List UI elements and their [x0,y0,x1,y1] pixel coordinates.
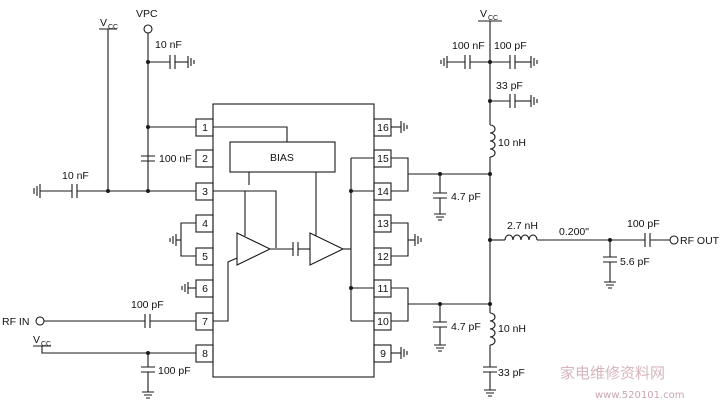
svg-text:CC: CC [108,24,118,31]
right-pins: 16 15 14 13 12 11 10 9 [373,118,392,363]
pin-16-label: 16 [377,122,389,134]
pin-11-label: 11 [378,283,389,295]
internal-wiring [213,126,374,322]
watermark-url: www.520101.com [595,390,685,401]
left-external: V CC VPC 10 nF 100 nF 10 nF [2,8,196,399]
pin-14-label: 14 [377,186,389,198]
inductor-bottom [489,312,496,346]
pin-15-label: 15 [377,153,389,165]
cap-out-shunt-value: 5.6 pF [620,256,650,268]
cap-pin3-value: 10 nF [62,170,89,182]
pin-2-label: 2 [202,153,208,165]
inductor-output-value: 2.7 nH [507,220,538,232]
ic-package: BIAS [212,103,375,378]
pin-9-label: 9 [380,348,386,360]
vcc-bottom-left-label: V [33,334,40,346]
pin-1-label: 1 [202,122,208,134]
pin-12-label: 12 [377,251,389,263]
svg-text:CC: CC [488,15,498,22]
inductor-top-value: 10 nH [498,137,526,149]
right-external: 4.7 pF 4.7 pF V CC 100 nF 100 pF 3 [391,8,720,397]
microstrip-length: 0.200" [559,226,589,238]
amplifier-stage-2 [309,232,345,266]
vcc-left-label: V [100,17,107,29]
rf-out-label: RF OUT [680,235,720,247]
cap-rfin-value: 100 pF [131,299,164,311]
cap-pin2-value: 100 nF [159,153,192,165]
pin-8-label: 8 [202,348,208,360]
cap-top-b-value: 100 pF [494,40,527,52]
vcc-right-label: V [480,8,487,20]
amplifier-stage-1 [236,232,272,266]
pin-7-label: 7 [202,316,208,328]
cap-11-10-value: 4.7 pF [451,321,481,333]
rf-in-terminal [35,316,45,326]
cap-pin8-value: 100 pF [158,365,191,377]
cap-15-14-value: 4.7 pF [451,191,481,203]
vpc-terminal [143,24,153,34]
pin-13-label: 13 [377,218,389,230]
cap-out-series-value: 100 pF [627,218,660,230]
inductor-output [504,234,538,241]
bias-block [229,141,336,173]
rf-out-terminal [669,235,679,245]
pin-6-label: 6 [202,283,208,295]
cap-vpc-value: 10 nF [155,39,182,51]
cap-top-c-value: 33 pF [496,80,523,92]
cap-bottom-value: 33 pF [498,367,525,379]
inductor-top [489,124,496,158]
vpc-label: VPC [136,8,158,20]
rf-in-label: RF IN [2,316,29,328]
pin-10-label: 10 [377,316,389,328]
svg-text:CC: CC [41,341,51,348]
watermark-text: 家电维修资料网 [560,364,665,382]
cap-top-a-value: 100 nF [452,40,485,52]
left-pins: 1 2 3 4 5 6 7 8 [195,118,214,363]
pin-5-label: 5 [202,251,208,263]
inductor-bottom-value: 10 nH [498,323,526,335]
pin-3-label: 3 [202,186,208,198]
pin-4-label: 4 [202,218,208,230]
bias-label: BIAS [270,152,294,164]
